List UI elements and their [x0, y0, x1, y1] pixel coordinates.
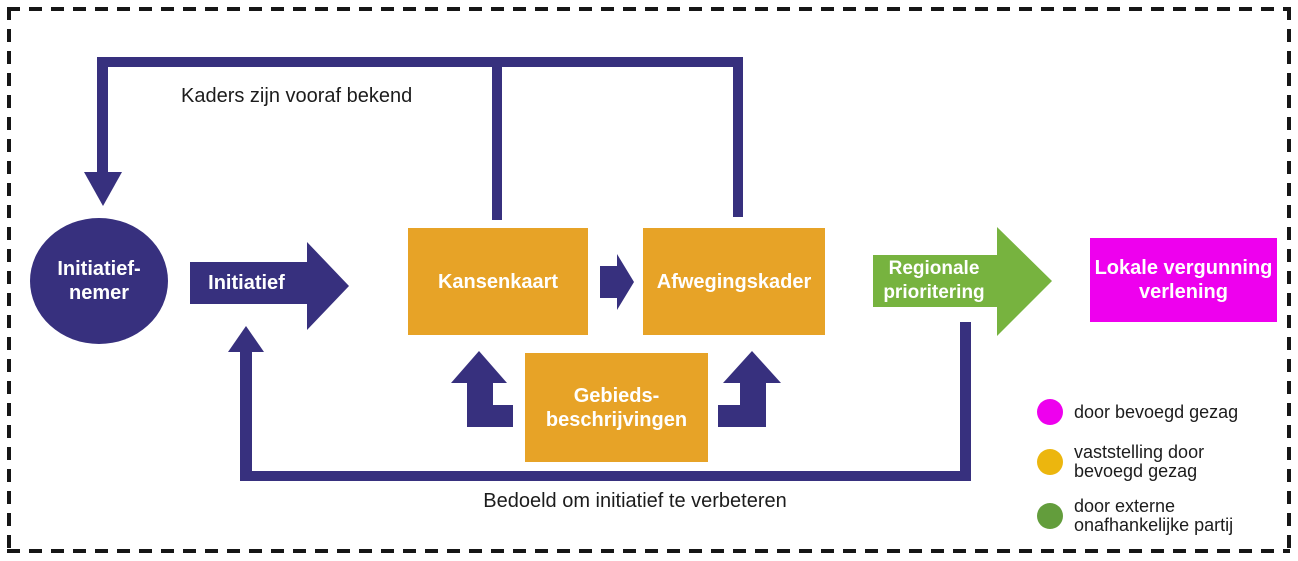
node-initiatiefnemer: Initiatief- nemer: [30, 218, 168, 344]
kansenkaart-to-afwegingskader-arrow: [600, 254, 634, 310]
dashed-border-bottom: [7, 549, 1290, 553]
node-afwegingskader: Afwegingskader: [643, 228, 825, 335]
legend-label: door bevoegd gezag: [1074, 401, 1239, 422]
drop-to-kansenkaart: [492, 57, 502, 220]
legend-label: door externe onafhankelijke partij: [1074, 496, 1234, 535]
legend-dot-green: [1037, 503, 1063, 529]
annotation-kaders: Kaders zijn vooraf bekend: [181, 85, 413, 107]
legend-dot-magenta: [1037, 399, 1063, 425]
node-kansenkaart: Kansenkaart: [408, 228, 588, 335]
arrowhead-down-to-initiator: [84, 172, 122, 206]
initiative-arrow-label: Initiatief: [208, 272, 285, 294]
regionale-prioritering-arrow: [873, 227, 1052, 336]
dashed-border-right: [1287, 7, 1291, 553]
legend-label: vaststelling door bevoegd gezag: [1074, 442, 1205, 481]
drop-to-afwegingskader: [733, 57, 743, 217]
node-lokale-vergunning-verlening: Lokale vergunning verlening: [1090, 238, 1277, 322]
gebieds-to-kansenkaart-arrow: [451, 351, 513, 427]
kaders-connector: [84, 57, 743, 220]
legend-item-externe-partij: door externe onafhankelijke partij: [1037, 497, 1233, 535]
dashed-border-top: [7, 7, 1290, 11]
node-gebiedsbeschrijvingen: Gebieds- beschrijvingen: [525, 353, 708, 462]
legend-item-bevoegd-gezag: door bevoegd gezag: [1037, 399, 1238, 425]
legend-dot-yellow: [1037, 449, 1063, 475]
gebieds-to-afwegingskader-arrow: [718, 351, 781, 427]
annotation-feedback: Bedoeld om initiatief te verbeteren: [483, 490, 787, 512]
arrowhead-up-to-initiative: [228, 326, 264, 352]
regionale-prioritering-label: Regionale prioritering: [883, 258, 985, 303]
dashed-border-left: [7, 7, 11, 553]
initiative-arrow: [190, 242, 349, 330]
legend-item-vaststelling: vaststelling door bevoegd gezag: [1037, 443, 1204, 481]
feedback-connector: [228, 322, 971, 481]
